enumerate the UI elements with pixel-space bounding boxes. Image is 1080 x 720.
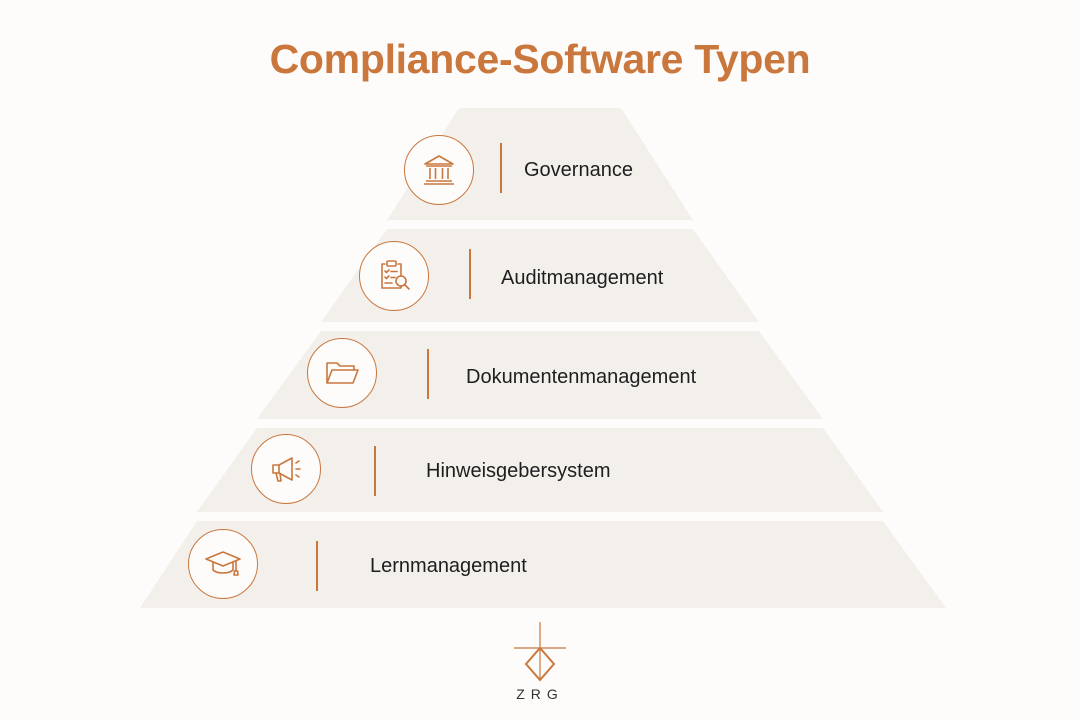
tier-3-divider [427,349,429,399]
tier-5-divider [316,541,318,591]
tier-1-divider [500,143,502,193]
folder-icon [326,362,359,384]
tier-2-divider [469,249,471,299]
tier-1-icon-circle [404,135,474,205]
logo-text: ZRG [516,686,564,702]
tier-3-icon-circle [307,338,377,408]
tier-4-icon-circle [251,434,321,504]
tier-2-label: Auditmanagement [501,267,664,289]
zrg-logo-mark [514,622,566,682]
tier-3-shape [257,331,823,419]
tier-5-label: Lernmanagement [370,555,527,577]
clipboard-search-icon [381,260,410,290]
tier-2-shape [321,229,759,322]
tier-4-label: Hinweisgebersystem [426,460,611,482]
tier-5-icon-circle [188,529,258,599]
tier-4-shape [197,428,883,512]
tier-1-label: Governance [524,159,633,181]
graduation-cap-icon [205,551,241,576]
page-title: Compliance-Software Typen [269,36,811,82]
tier-4-divider [374,446,376,496]
tier-3-label: Dokumentenmanagement [466,366,697,388]
megaphone-icon [272,457,301,482]
tier-5-shape [140,521,946,608]
bank-icon [424,155,454,185]
tier-2-icon-circle [359,241,429,311]
